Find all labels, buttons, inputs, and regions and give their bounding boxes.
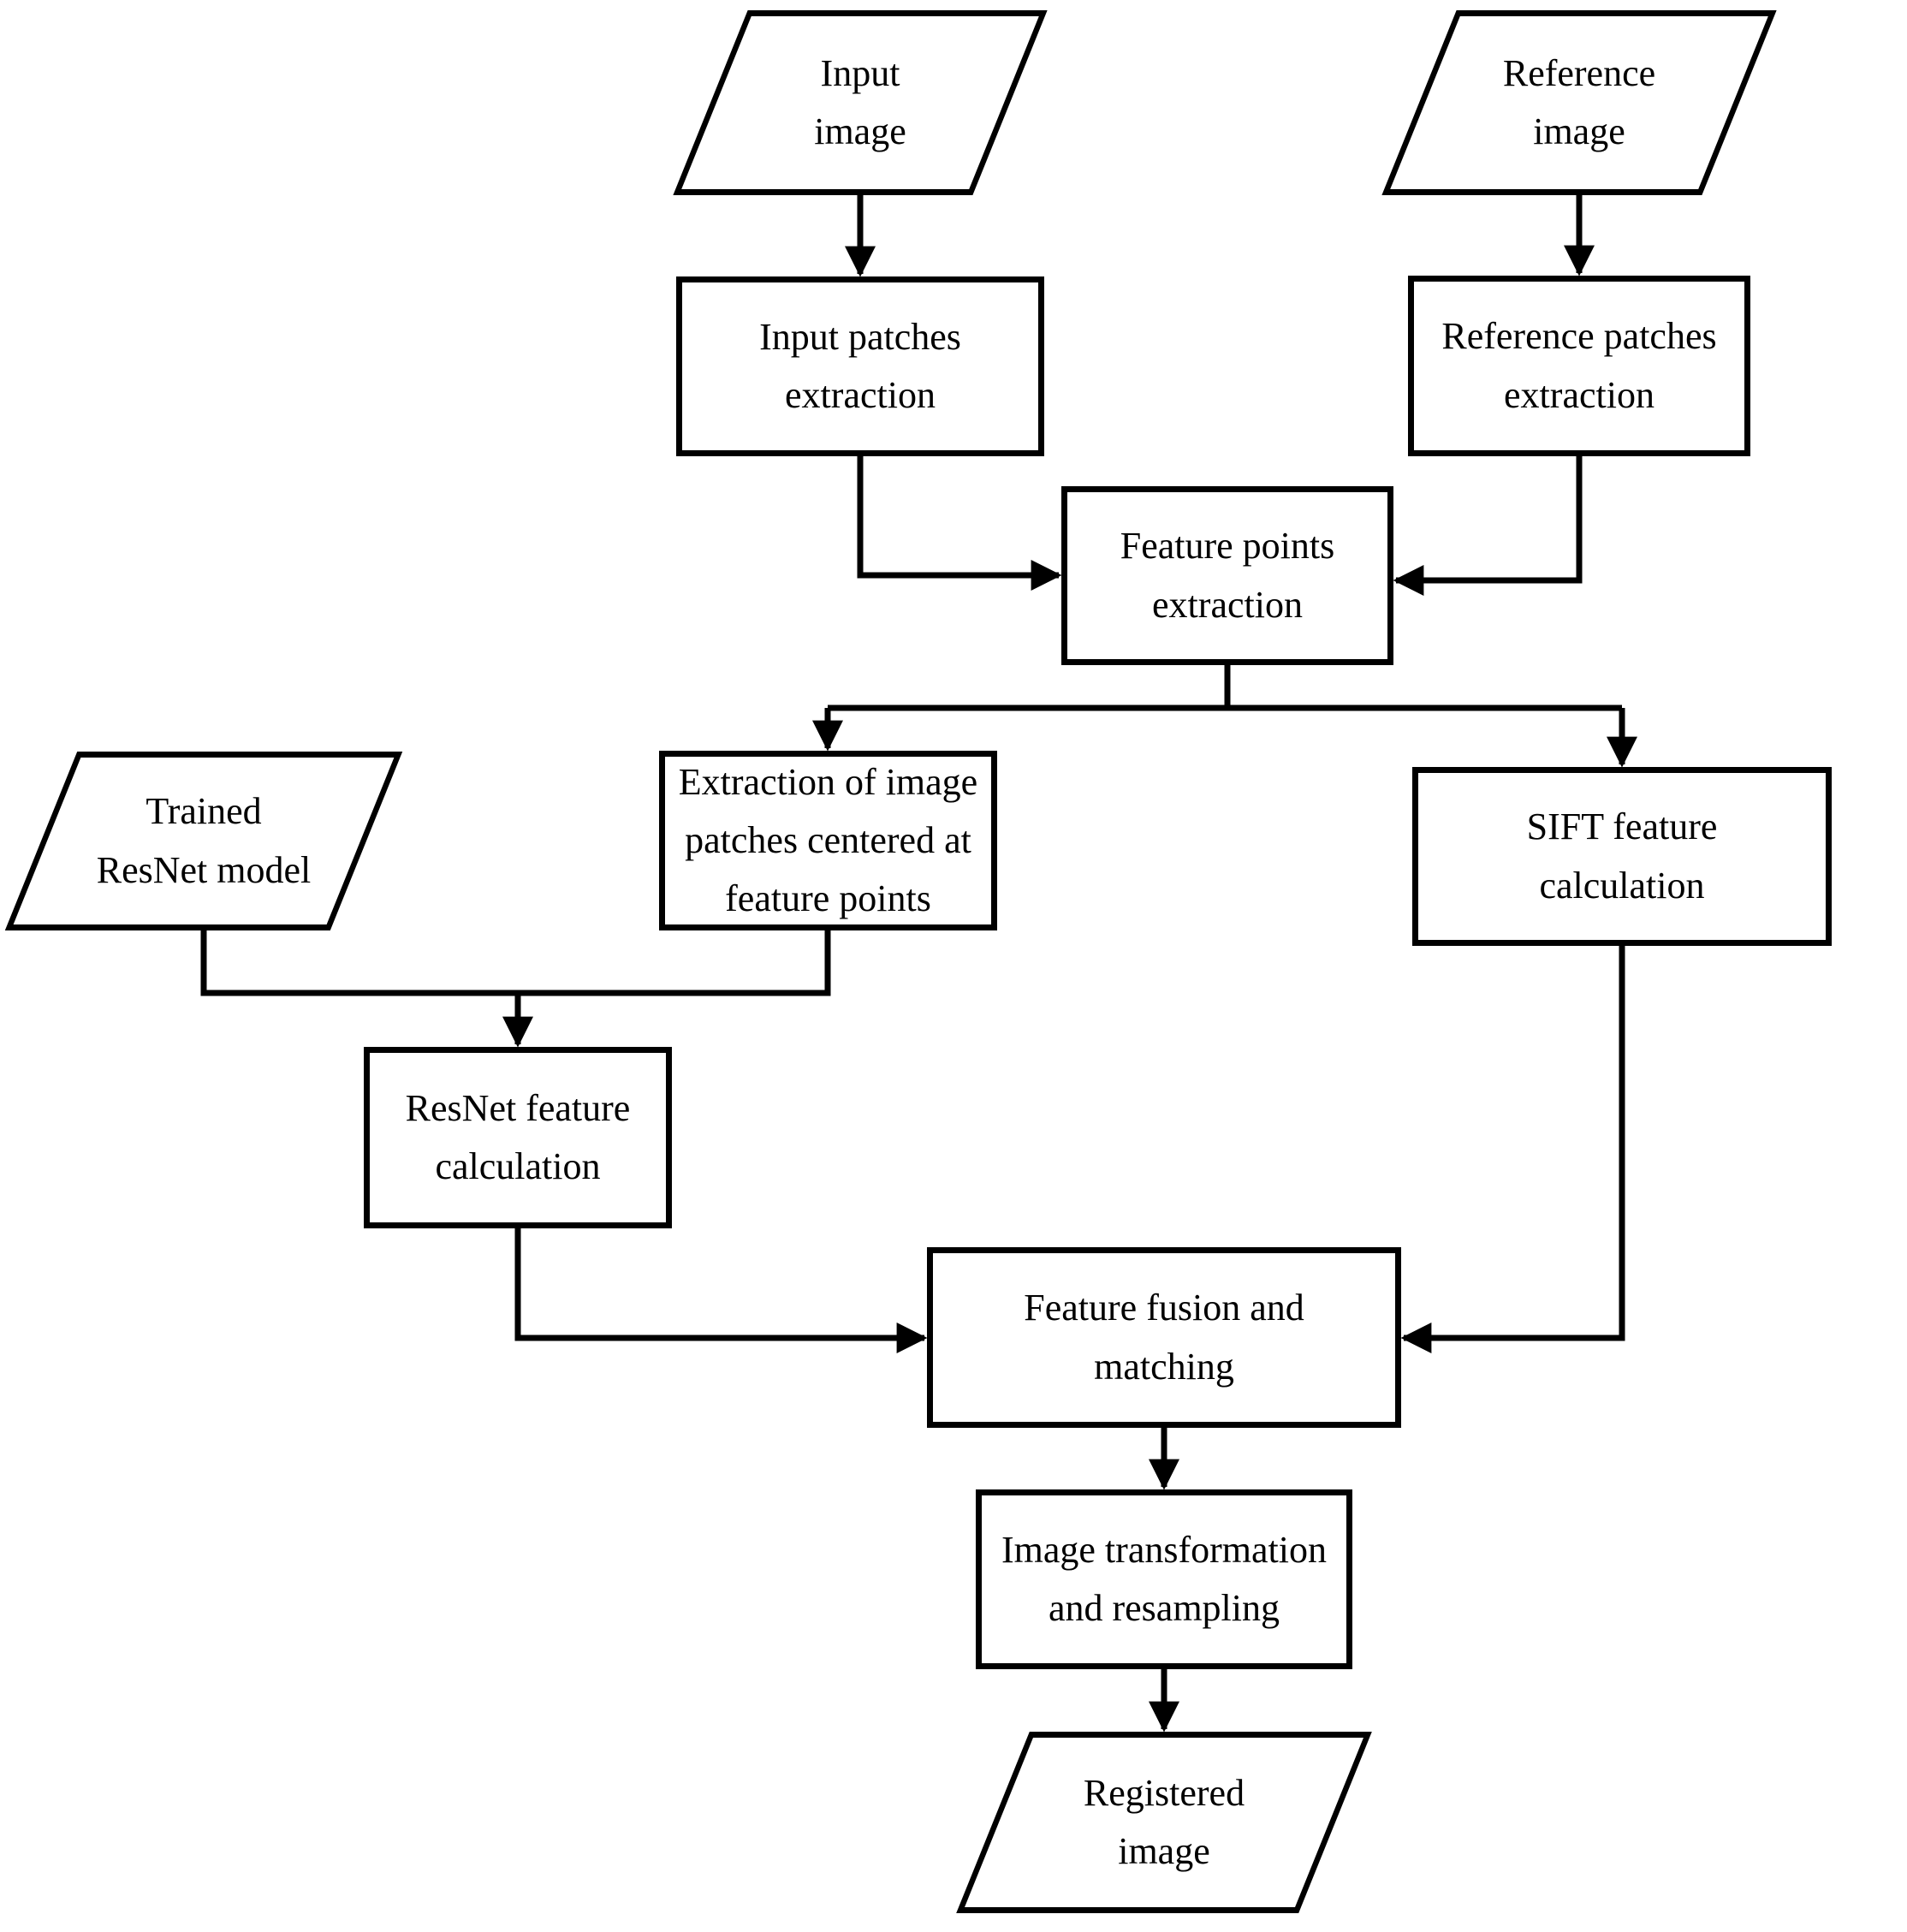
node-reference-image-label: Reference image [1502,51,1656,152]
node-feature-points-extraction: Feature points extraction [1061,486,1393,665]
edge-resnet-feature-to-feature-fusion [514,1228,928,1353]
node-registered-image: Registered image [956,1732,1372,1913]
node-reference-image: Reference image [1381,10,1777,195]
node-resnet-feature-calculation: ResNet feature calculation [364,1047,672,1228]
edge-merge-trained-resnet-patch-extraction [200,930,831,996]
node-image-transformation-resampling-label: Image transformation and resampling [1001,1528,1327,1629]
node-input-patches-extraction: Input patches extraction [676,276,1044,456]
node-input-image: Input image [673,10,1048,195]
node-resnet-feature-calculation-label: ResNet feature calculation [405,1086,631,1187]
node-sift-feature-calculation: SIFT feature calculation [1412,767,1832,946]
node-reference-patches-extraction-label: Reference patches extraction [1441,315,1717,416]
node-feature-fusion-matching: Feature fusion and matching [927,1247,1401,1428]
node-sift-feature-calculation-label: SIFT feature calculation [1526,805,1718,907]
node-feature-points-extraction-label: Feature points extraction [1120,525,1335,626]
edge-sift-feature-to-feature-fusion [1400,946,1625,1353]
node-reference-patches-extraction: Reference patches extraction [1408,276,1750,456]
edge-input-patches-to-feature-points [857,456,1062,591]
node-image-transformation-resampling: Image transformation and resampling [976,1489,1352,1669]
node-feature-fusion-matching-label: Feature fusion and matching [1024,1287,1304,1388]
node-trained-resnet-model-label: Trained ResNet model [96,790,312,891]
node-registered-image-label: Registered image [1083,1771,1245,1872]
node-input-image-label: Input image [814,51,906,152]
node-patch-extraction-label: Extraction of image patches centered at … [678,760,978,920]
node-trained-resnet-model: Trained ResNet model [4,752,403,930]
edge-reference-patches-to-feature-points [1393,456,1583,596]
node-input-patches-extraction-label: Input patches extraction [759,315,961,416]
node-patch-extraction: Extraction of image patches centered at … [659,751,997,930]
